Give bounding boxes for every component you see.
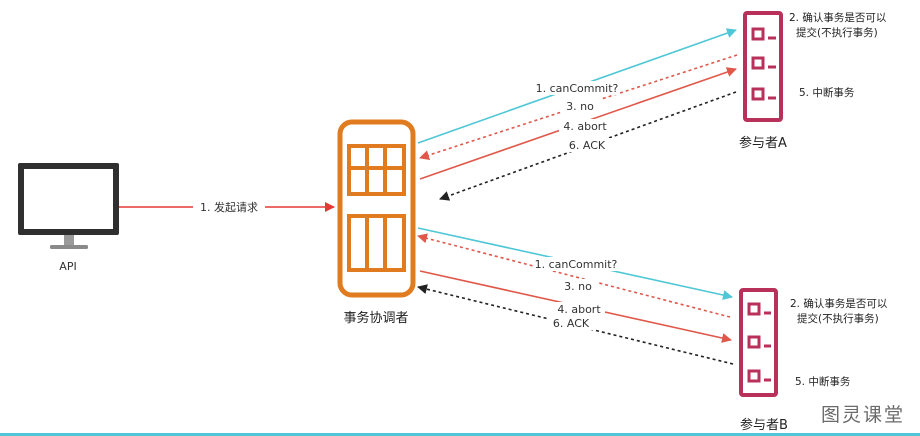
a-can-commit-label-bg xyxy=(534,81,620,95)
b-abort-label-bg xyxy=(553,302,605,316)
a-abort-label: 4. abort xyxy=(563,120,607,133)
a-abort-label-bg xyxy=(559,119,611,133)
participant-b-confirm-note-line2: 提交(不执行事务) xyxy=(797,312,879,325)
participant-a-abort-note: 5. 中断事务 xyxy=(799,86,855,99)
b-no-label: 3. no xyxy=(564,280,592,293)
coordinator-icon xyxy=(337,119,416,298)
a-no-label-bg xyxy=(561,99,601,113)
api-label: API xyxy=(59,260,76,273)
a-ack-label: 6. ACK xyxy=(569,139,606,152)
b-can-commit-label-bg xyxy=(533,257,619,271)
participant-b-label: 参与者B xyxy=(740,417,788,433)
participant-b-icon xyxy=(739,288,778,397)
b-ack-label: 6. ACK xyxy=(553,317,590,330)
a-vote-no-arrow xyxy=(419,54,738,160)
participant-a-confirm-note-line2: 提交(不执行事务) xyxy=(796,26,878,39)
b-no-label-bg xyxy=(559,279,599,293)
request-label: 1. 发起请求 xyxy=(200,200,258,214)
b-ack-label-bg xyxy=(547,316,595,330)
b-can-commit-label: 1. canCommit? xyxy=(535,258,618,271)
participant-b-abort-note: 5. 中断事务 xyxy=(795,375,851,388)
bottom-accent-line xyxy=(0,433,920,436)
participant-a-confirm-note-line1: 2. 确认事务是否可以 xyxy=(789,11,887,24)
monitor-icon xyxy=(18,163,119,249)
participant-a-label: 参与者A xyxy=(739,135,787,151)
a-no-label: 3. no xyxy=(566,100,594,113)
participant-a-icon xyxy=(743,11,783,122)
watermark-text: 图灵课堂 xyxy=(821,404,905,426)
a-ack-label-bg xyxy=(563,138,611,152)
request-label-bg xyxy=(193,200,265,214)
a-can-commit-label: 1. canCommit? xyxy=(536,82,619,95)
b-abort-label: 4. abort xyxy=(557,303,601,316)
participant-b-confirm-note-line1: 2. 确认事务是否可以 xyxy=(790,297,888,310)
coordinator-label: 事务协调者 xyxy=(343,310,408,326)
